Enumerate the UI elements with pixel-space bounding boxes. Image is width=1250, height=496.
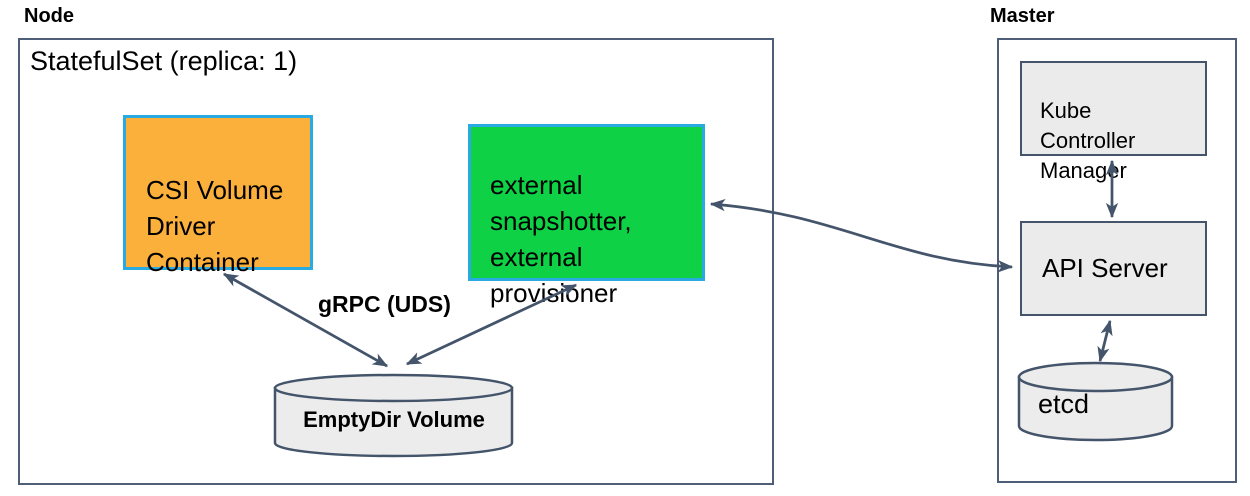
api-server-box: API Server xyxy=(1020,221,1207,316)
kube-controller-manager-label: Kube Controller Manager xyxy=(1040,98,1136,183)
api-server-label: API Server xyxy=(1042,253,1168,283)
external-sidecars-label: external snapshotter, external provision… xyxy=(490,170,632,308)
csi-volume-driver-box: CSI Volume Driver Container xyxy=(123,115,313,277)
external-sidecars-box: external snapshotter, external provision… xyxy=(468,124,705,308)
kube-controller-manager-box: Kube Controller Manager xyxy=(1020,61,1207,183)
csi-volume-driver-label: CSI Volume Driver Container xyxy=(146,175,284,277)
